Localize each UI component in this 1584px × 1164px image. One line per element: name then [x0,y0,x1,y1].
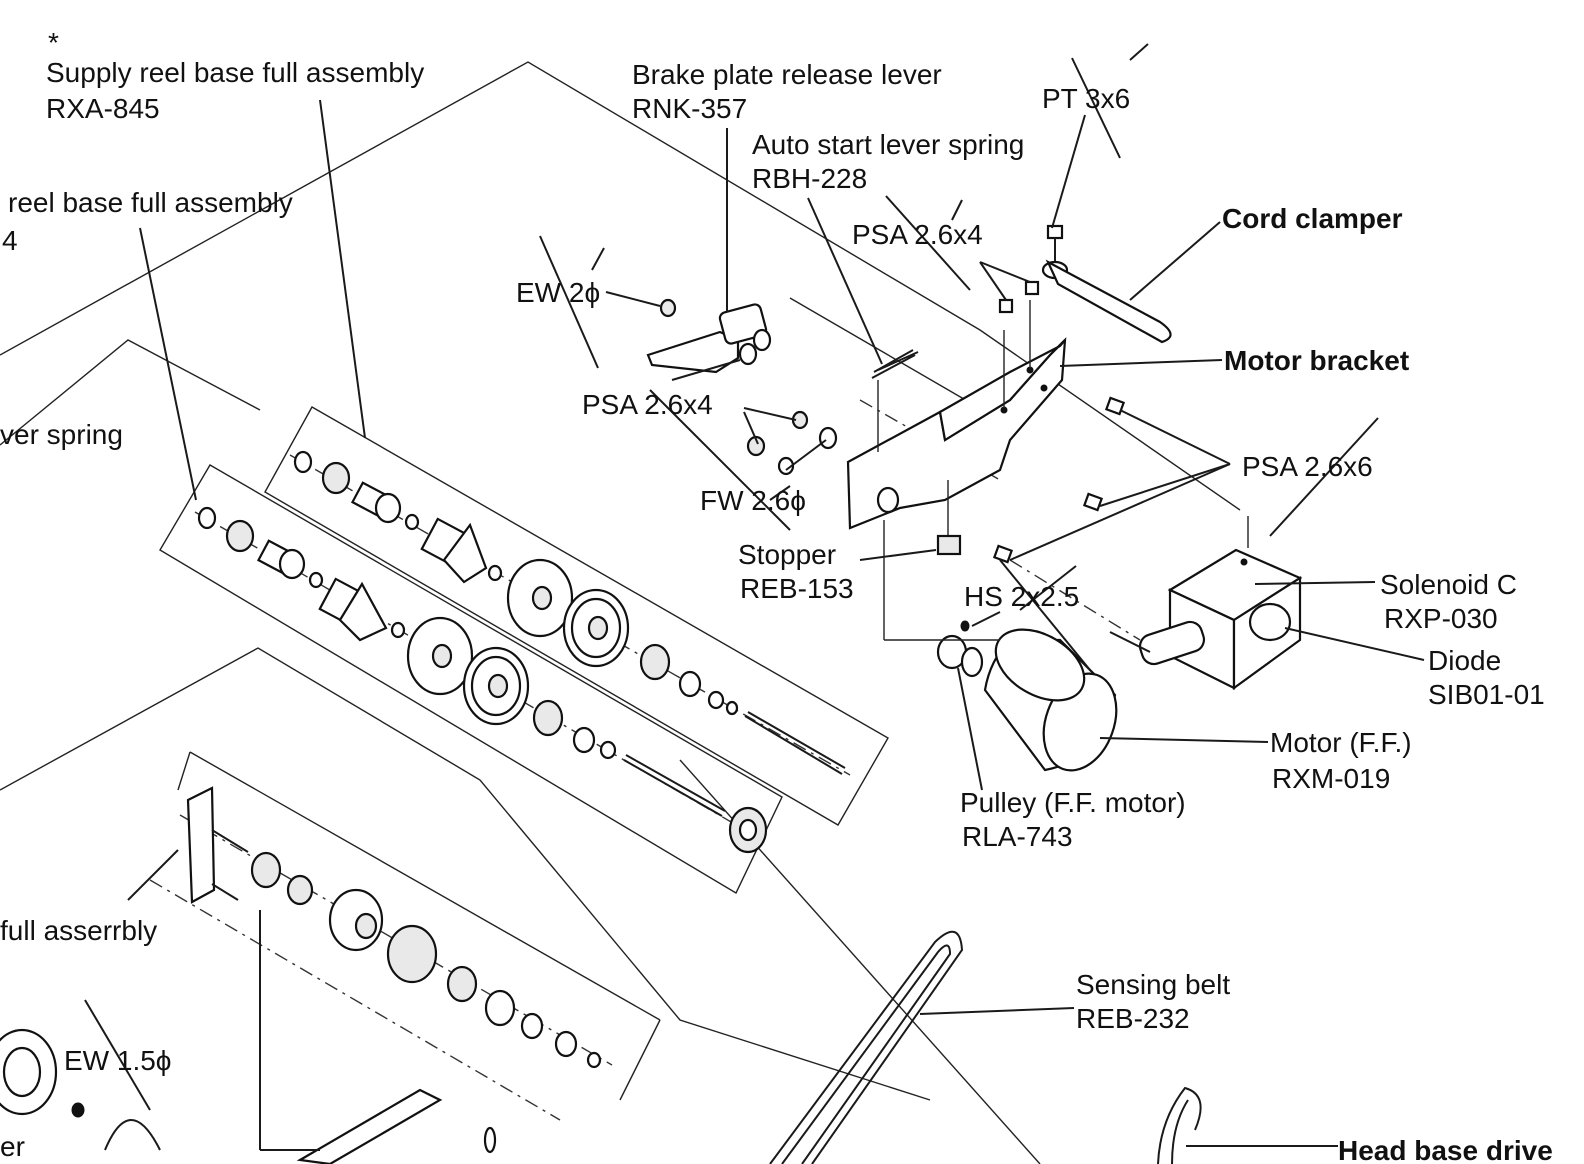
head-base-drive-part [1157,1086,1202,1164]
psa-right-label: PSA 2.6x6 [1242,451,1373,482]
pulley-code: RLA-743 [962,821,1073,852]
leader-lines [139,43,1425,1147]
takeup-reel-base-label: reel base full assembly [8,187,293,218]
motor-bracket-part [846,300,1067,540]
cord-clamper-label: Cord clamper [1222,203,1403,234]
sensing-belt-code: REB-232 [1076,1003,1190,1034]
labels: * Supply reel base full assembly RXA-845… [0,27,1553,1164]
ew15-label: EW 1.5ϕ [64,1045,172,1076]
motor-ff-code: RXM-019 [1272,763,1390,794]
sensing-belt-label: Sensing belt [1076,969,1230,1000]
diode-code: SIB01-01 [1428,679,1545,710]
lever-spring-label: ver spring [0,419,123,450]
supply-reel-parts [293,450,846,775]
stopper-code: REB-153 [740,573,854,604]
solenoid-part [1109,548,1303,691]
psa-top-label: PSA 2.6x4 [852,219,983,250]
supply-reel-base-label: Supply reel base full assembly [46,57,424,88]
er-label: er [0,1131,25,1162]
screw-parts [936,224,1172,632]
lower-left-assembly [0,786,602,1164]
brake-plate-code: RNK-357 [632,93,747,124]
pt-screw-label: PT 3x6 [1042,83,1130,114]
hs-screw-label: HS 2x2.5 [964,581,1079,612]
stopper-label: Stopper [738,539,836,570]
fw-label: FW 2.6ϕ [700,485,806,516]
diode-label: Diode [1428,645,1501,676]
solenoid-label: Solenoid C [1380,569,1517,600]
takeup-reel-parts [197,506,768,854]
reel-base-frames [159,406,889,894]
asterisk-mark: * [48,27,59,58]
sensing-belt-part [769,930,964,1164]
takeup-reel-base-code: 4 [2,225,18,256]
auto-start-spring-label: Auto start lever spring [752,129,1024,160]
supply-reel-base-code: RXA-845 [46,93,160,124]
motor-part [936,628,1118,772]
full-assembly-label: full asserrbly [0,915,157,946]
auto-start-spring-code: RBH-228 [752,163,867,194]
motor-ff-label: Motor (F.F.) [1270,727,1412,758]
head-base-drive-label: Head base drive [1338,1135,1553,1164]
ew2-label: EW 2ϕ [516,277,600,308]
brake-plate-label: Brake plate release lever [632,59,942,90]
motor-bracket-label: Motor bracket [1224,345,1409,376]
solenoid-code: RXP-030 [1384,603,1498,634]
pulley-label: Pulley (F.F. motor) [960,787,1186,818]
psa-left-label: PSA 2.6x4 [582,389,713,420]
brake-lever-parts [539,235,919,531]
